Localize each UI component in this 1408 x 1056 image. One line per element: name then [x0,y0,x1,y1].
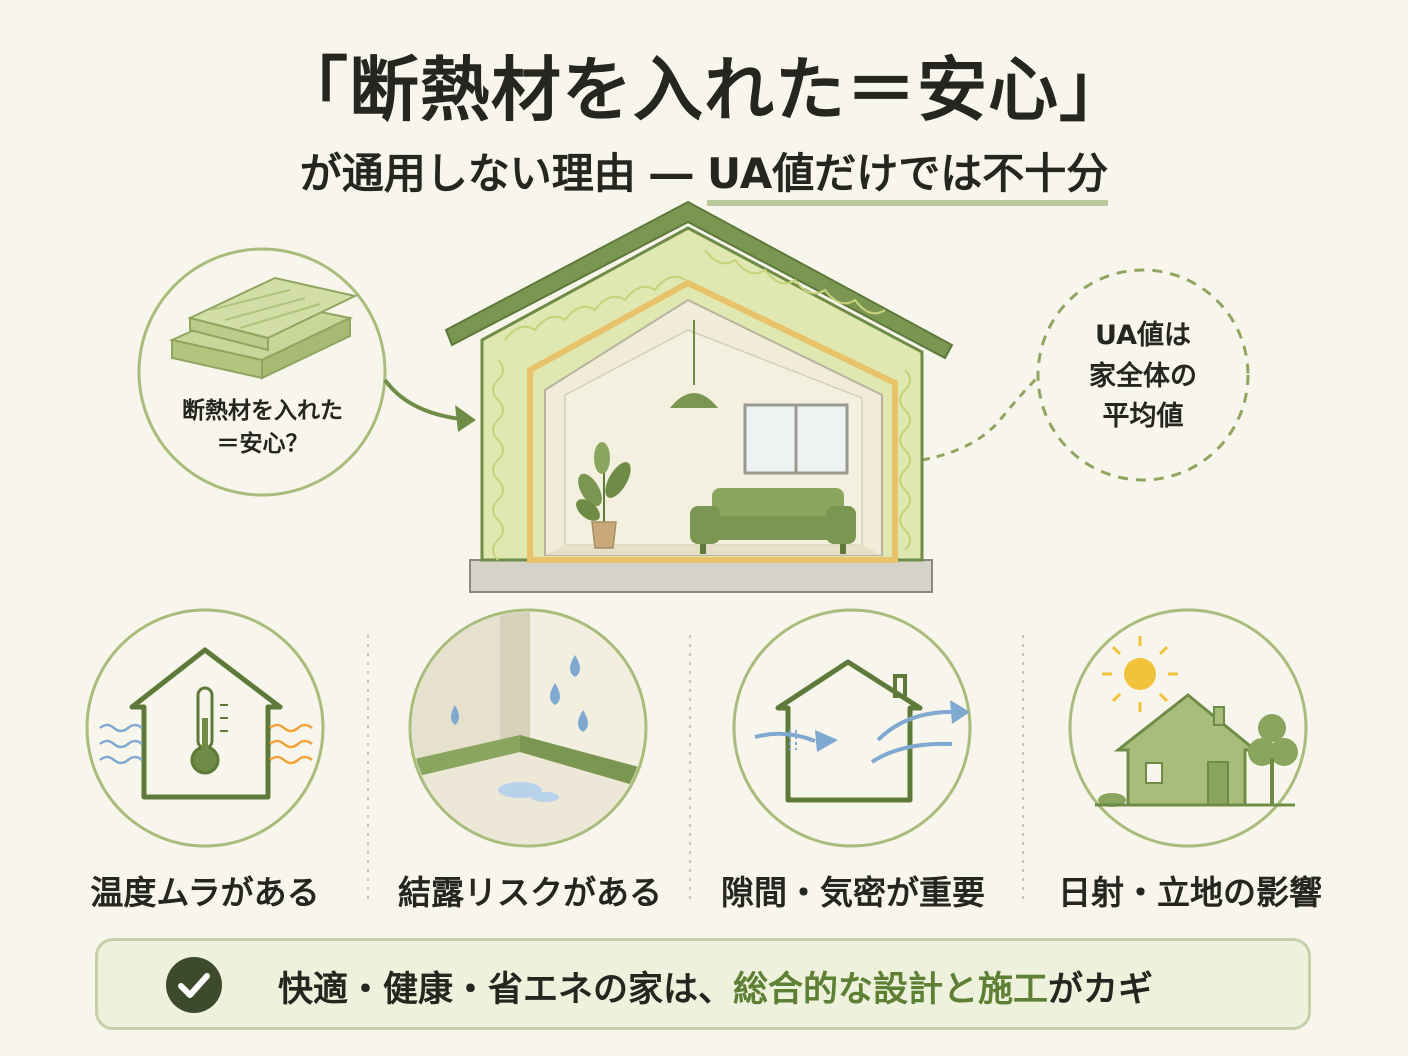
right-bubble [921,268,1250,482]
factor-label-airtightness: 隙間・気密が重要 [721,873,985,912]
sofa-icon [690,488,856,554]
airflow-house-icon [732,608,972,848]
left-bubble-line1: 断熱材を入れた [182,398,343,424]
check-circle-icon [166,957,222,1013]
factor-label-temperature: 温度ムラがある [90,873,320,912]
thermometer-house-icon [85,608,325,848]
subtitle-highlight: UA値だけでは不十分 [706,149,1109,206]
insulation-board-icon [168,276,359,380]
plant-icon [576,442,631,549]
factor-label-condensation: 結露リスクがある [398,873,662,912]
left-bubble-line2: ＝安心？ [216,431,309,458]
right-bubble-line1: UA値は [1095,320,1191,351]
page-subtitle: が通用しない理由 ― UA値だけでは不十分 [0,140,1408,206]
condensation-icon [408,608,648,848]
left-bubble [137,247,476,497]
conclusion-emphasis: 総合的な設計と施工 [733,970,1049,1010]
conclusion-banner: 快適・健康・省エネの家は、総合的な設計と施工がカギ [95,938,1311,1030]
right-bubble-line3: 平均値 [1102,401,1184,432]
pendant-lamp-icon [670,320,718,408]
conclusion-end: がカギ [1048,970,1154,1010]
tree-icon [1248,714,1298,805]
house-cross-section [444,200,954,593]
arrow-right-icon [455,405,476,432]
window-icon [743,403,849,475]
right-bubble-text: UA値は 家全体の 平均値 [1063,316,1223,438]
conclusion-plain: 快適・健康・省エネの家は、 [278,970,734,1010]
factor-label-sunlight: 日射・立地の影響 [1058,873,1322,912]
sun-house-icon [1068,608,1308,848]
right-bubble-line2: 家全体の [1089,360,1197,392]
subtitle-plain: が通用しない理由 ― [299,149,707,198]
page-title: 「断熱材を入れた＝安心」 [278,49,1130,131]
conclusion-text: 快適・健康・省エネの家は、総合的な設計と施工がカギ [278,961,1153,1012]
sun-icon [1102,636,1178,712]
left-bubble-text: 断熱材を入れた ＝安心？ [150,395,375,462]
